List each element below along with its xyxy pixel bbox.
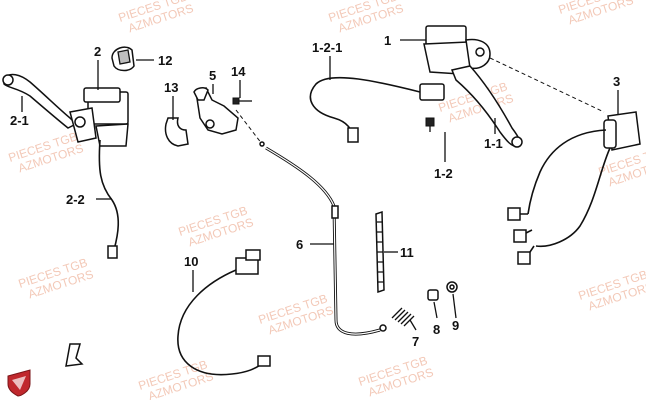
part-1-2-screw — [425, 117, 435, 132]
watermark-text: PIECES TGBAZMOTORS — [597, 143, 646, 191]
shield-logo-icon — [7, 369, 31, 397]
part-3-handlebar-switch — [489, 57, 641, 265]
left-brake-lever-assembly — [2, 73, 129, 259]
watermark-text: PIECES TGBAZMOTORS — [577, 267, 646, 315]
watermark-text: PIECES TGBAZMOTORS — [117, 0, 196, 37]
label-1: 1 — [384, 33, 391, 48]
part-9-nut — [446, 281, 458, 293]
watermark-text: PIECES TGBAZMOTORS — [327, 0, 406, 37]
part-14-screw — [232, 97, 263, 145]
right-brake-master-cylinder — [423, 25, 491, 75]
label-10: 10 — [184, 254, 198, 269]
label-1-2: 1-2 — [434, 166, 453, 181]
watermark-text: PIECES TGBAZMOTORS — [557, 0, 636, 29]
part-6-cable — [259, 141, 387, 336]
watermark-text: PIECES TGBAZMOTORS — [357, 353, 436, 400]
part-7-spring — [391, 307, 415, 327]
watermark-text: PIECES TGBAZMOTORS — [7, 129, 86, 177]
leader-lines — [21, 39, 619, 331]
label-7: 7 — [412, 334, 419, 349]
label-11: 11 — [400, 245, 414, 260]
label-14: 14 — [231, 64, 246, 79]
label-8: 8 — [433, 322, 440, 337]
label-13: 13 — [164, 80, 178, 95]
watermark-text: PIECES TGBAZMOTORS — [137, 357, 216, 400]
label-1-2-1: 1-2-1 — [312, 40, 342, 55]
part-13-bracket — [164, 117, 189, 147]
label-12: 12 — [158, 53, 172, 68]
label-2-1: 2-1 — [10, 113, 29, 128]
label-5: 5 — [209, 68, 216, 83]
part-12-clamp — [111, 46, 135, 72]
part-1-2-1-switch — [309, 76, 445, 143]
part-11-cable-tie — [375, 210, 385, 294]
label-2: 2 — [94, 44, 101, 59]
part-1-1-lever — [450, 65, 523, 148]
label-2-2: 2-2 — [66, 192, 85, 207]
part-10-wire — [65, 249, 271, 376]
label-9: 9 — [452, 318, 459, 333]
label-3: 3 — [613, 74, 620, 89]
part-5-lever-holder — [193, 87, 239, 135]
watermark-text: PIECES TGBAZMOTORS — [17, 255, 96, 303]
labels: 2 12 2-1 2-2 13 5 14 1-2-1 1 1-2 1-1 3 6… — [10, 33, 620, 349]
watermark-text: PIECES TGBAZMOTORS — [177, 203, 256, 251]
part-8-collar — [427, 289, 439, 301]
label-1-1: 1-1 — [484, 136, 503, 151]
label-6: 6 — [296, 237, 303, 252]
watermark-text: PIECES TGBAZMOTORS — [257, 291, 336, 339]
